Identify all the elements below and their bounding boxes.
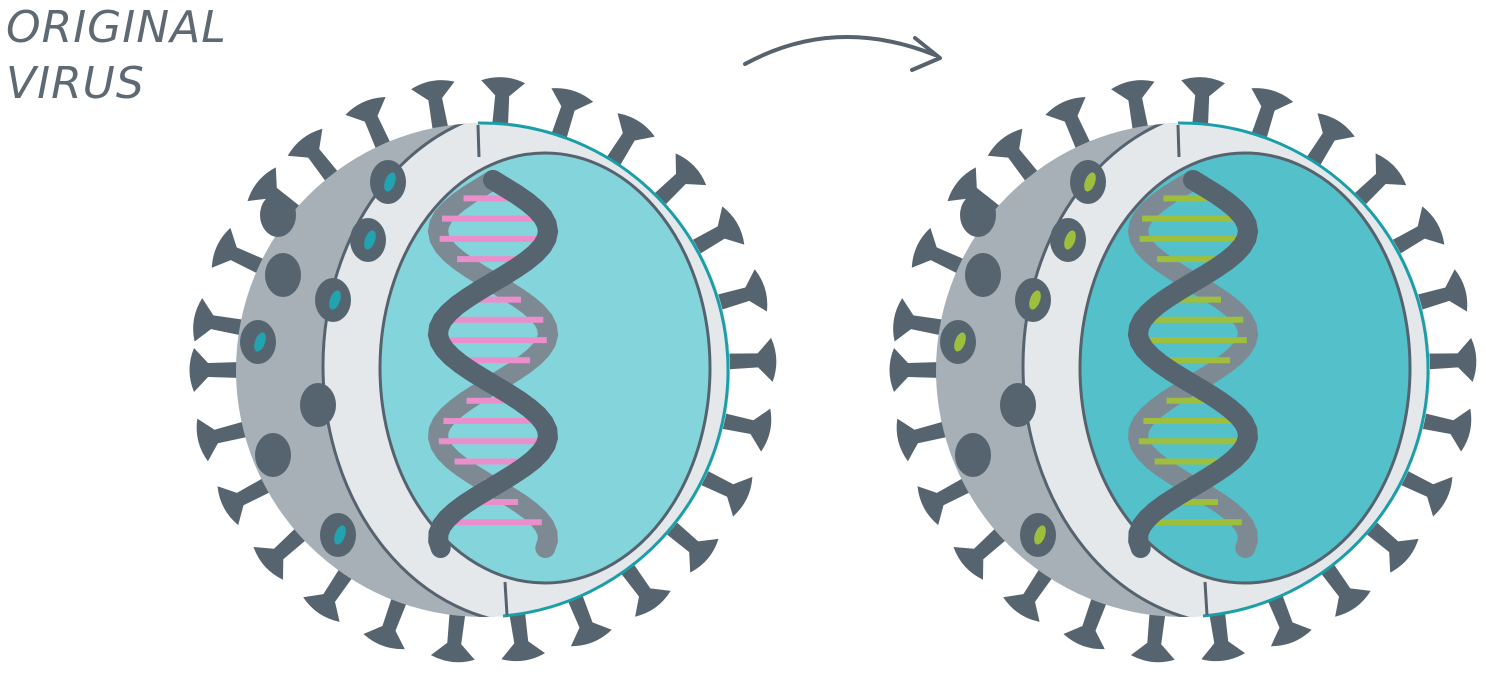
mutated-virus <box>889 77 1477 663</box>
curved-arrow-icon <box>743 35 942 72</box>
spike-protein <box>893 298 948 342</box>
spike-protein <box>1063 593 1109 650</box>
spike-protein <box>501 607 545 662</box>
rna-helix <box>427 170 559 558</box>
surface-marker <box>254 332 266 352</box>
spike-protein <box>1303 113 1355 170</box>
surface-protein <box>955 433 991 477</box>
spike-protein <box>1111 80 1155 135</box>
surface-marker <box>334 525 346 545</box>
spike-protein <box>1412 269 1468 312</box>
spike-protein <box>481 77 526 131</box>
surface-marker <box>1084 172 1096 192</box>
spike-protein <box>1318 560 1371 617</box>
spike-protein <box>723 337 777 382</box>
spike-protein <box>1396 468 1453 517</box>
spike-protein <box>193 298 248 342</box>
spike-protein <box>696 468 753 517</box>
original-virus <box>189 77 777 663</box>
spike-protein <box>549 88 594 144</box>
spike-protein <box>618 560 671 617</box>
spike-protein <box>911 227 968 276</box>
spike-protein <box>1003 565 1055 622</box>
surface-marker <box>364 230 376 250</box>
spike-protein <box>363 593 409 650</box>
surface-marker <box>1034 525 1046 545</box>
surface-protein <box>260 193 296 237</box>
spike-protein <box>411 80 455 135</box>
surface-protein <box>1000 383 1036 427</box>
surface-marker <box>1029 290 1041 310</box>
spike-protein <box>345 97 393 154</box>
spike-protein <box>430 608 475 663</box>
surface-protein <box>255 433 291 477</box>
spike-protein <box>1423 337 1477 382</box>
spike-protein <box>889 348 942 392</box>
spike-protein <box>712 269 768 312</box>
spike-protein <box>603 113 655 170</box>
spike-protein <box>253 525 310 580</box>
spike-protein <box>1249 88 1294 144</box>
spike-group <box>189 77 777 663</box>
label-line-2: VIRUS <box>6 58 145 109</box>
spike-protein <box>217 476 274 526</box>
spike-protein <box>287 128 341 185</box>
spike-protein <box>1417 408 1472 452</box>
envelope-rim <box>477 121 730 618</box>
surface-marker <box>384 172 396 192</box>
surface-marker <box>1064 230 1076 250</box>
surface-marker <box>329 290 341 310</box>
spike-protein <box>687 206 745 257</box>
spike-protein <box>953 525 1010 580</box>
surface-protein <box>960 193 996 237</box>
rna-helix <box>1127 170 1259 558</box>
spike-protein <box>717 408 772 452</box>
spike-group <box>889 77 1477 663</box>
spike-protein <box>1362 518 1419 573</box>
spike-protein <box>196 418 252 462</box>
spike-protein <box>1130 608 1175 663</box>
surface-protein <box>265 253 301 297</box>
spike-protein <box>1181 77 1226 131</box>
spike-protein <box>1201 607 1245 662</box>
spike-protein <box>565 590 612 647</box>
spike-protein <box>1387 206 1445 257</box>
spike-protein <box>1045 97 1093 154</box>
spike-protein <box>303 565 355 622</box>
spike-protein <box>189 348 242 392</box>
surface-protein <box>300 383 336 427</box>
spike-protein <box>987 128 1041 185</box>
surface-marker <box>954 332 966 352</box>
spike-protein <box>650 153 707 209</box>
spike-protein <box>1350 153 1407 209</box>
spike-protein <box>662 518 719 573</box>
spike-protein <box>896 418 952 462</box>
spike-protein <box>917 476 974 526</box>
label-line-1: ORIGINAL <box>6 2 227 53</box>
envelope-rim <box>1177 121 1430 618</box>
surface-protein <box>965 253 1001 297</box>
spike-protein <box>211 227 268 276</box>
spike-protein <box>1265 590 1312 647</box>
